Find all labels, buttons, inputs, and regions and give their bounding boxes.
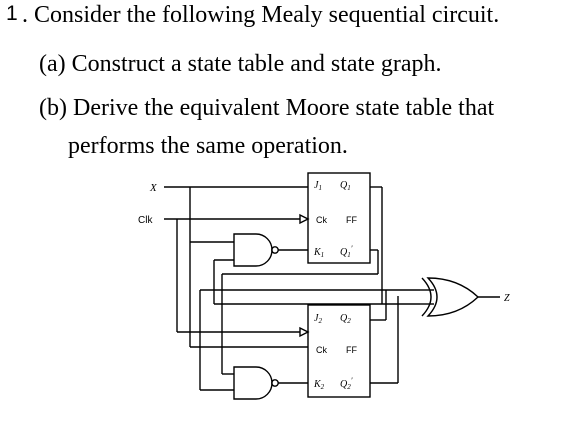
svg-text:J1: J1 bbox=[314, 180, 322, 192]
flip-flop-2 bbox=[307, 304, 371, 398]
ff2-k-label: K bbox=[313, 379, 322, 390]
svg-text:Q2′: Q2′ bbox=[340, 376, 353, 391]
ff2-qbar-label: Q bbox=[340, 379, 348, 390]
problem-statement: . Consider the following Mealy sequentia… bbox=[22, 2, 500, 28]
svg-text:Q2: Q2 bbox=[340, 313, 351, 325]
ff2-j-label: J bbox=[314, 313, 319, 324]
ff1-q-label: Q bbox=[340, 180, 348, 191]
z-output-label: Z bbox=[504, 293, 510, 304]
part-b-continuation: performs the same operation. bbox=[68, 133, 348, 159]
ff1-j-label: J bbox=[314, 180, 319, 191]
ff1-k-label: K bbox=[313, 247, 322, 258]
clk-input-label: Clk bbox=[138, 215, 153, 226]
svg-text:Q1: Q1 bbox=[340, 180, 351, 192]
xor-gate bbox=[426, 277, 480, 317]
part-b-text: (b) Derive the equivalent Moore state ta… bbox=[39, 95, 495, 121]
ff1-ck-label: Ck bbox=[316, 215, 327, 225]
part-a-text: (a) Construct a state table and state gr… bbox=[39, 51, 442, 77]
ff1-qbar-label: Q bbox=[340, 247, 348, 258]
problem-number: 1 bbox=[6, 2, 18, 25]
ff2-q-label: Q bbox=[340, 313, 348, 324]
ff2-ff-label: FF bbox=[346, 345, 357, 355]
ff1-ff-label: FF bbox=[346, 215, 357, 225]
ff2-ck-label: Ck bbox=[316, 345, 327, 355]
x-input-label: X bbox=[149, 182, 158, 194]
svg-text:Q1′: Q1′ bbox=[340, 244, 353, 259]
svg-text:K2: K2 bbox=[313, 379, 325, 391]
and-gate-2 bbox=[233, 366, 273, 400]
flip-flop-1 bbox=[307, 172, 371, 264]
svg-text:J2: J2 bbox=[314, 313, 322, 325]
svg-text:K1: K1 bbox=[313, 247, 324, 259]
and-gate-1 bbox=[233, 233, 273, 267]
